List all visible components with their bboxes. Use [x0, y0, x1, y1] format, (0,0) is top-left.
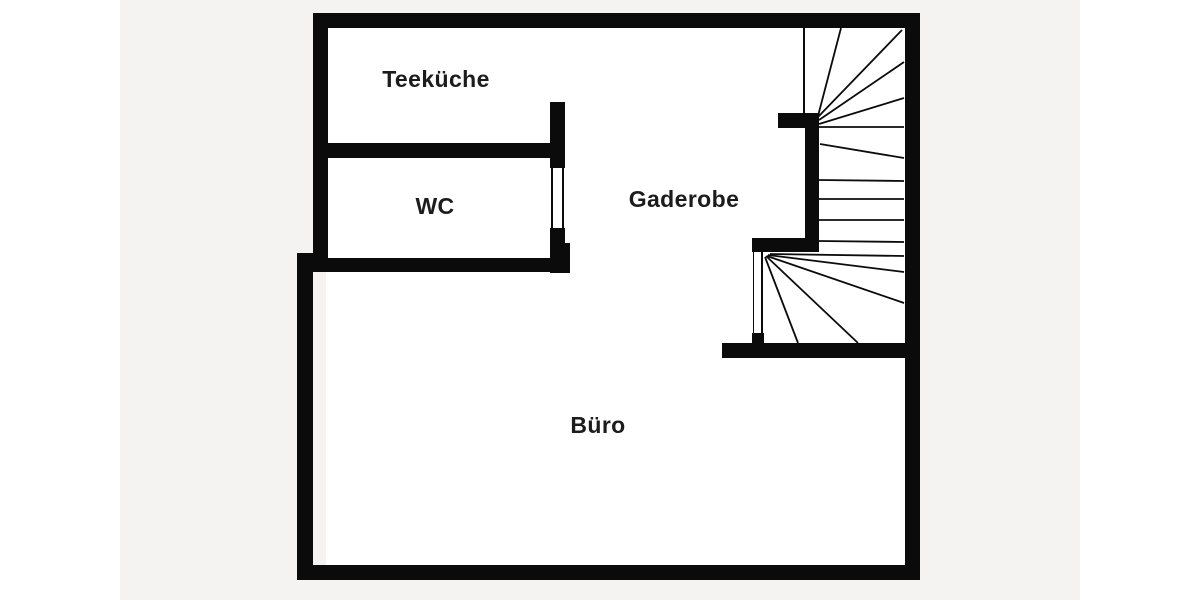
floor-interior [326, 26, 907, 567]
stair-boundary-line [803, 28, 805, 114]
wall-stair-lower-stub [752, 238, 819, 252]
wall-exterior-bottom [297, 565, 920, 580]
wall-stair-south [722, 343, 905, 358]
wall-stair-east [805, 113, 819, 252]
wall-wc-east-upper [550, 102, 565, 168]
room-label-buero: Büro [570, 412, 626, 438]
wall-exterior-left-upper [313, 13, 328, 270]
wc-door-jamb-line-left [551, 168, 553, 228]
room-label-wc: WC [415, 193, 455, 219]
wall-exterior-top [313, 13, 920, 28]
wall-stair-door-south [752, 333, 764, 344]
room-label-gaderobe: Gaderobe [628, 186, 740, 212]
room-label-teekueche: Teeküche [382, 66, 490, 92]
staircase-door-jamb-line-left [752, 252, 754, 333]
staircase-door-jamb-line-right [761, 252, 763, 333]
wc-door [550, 168, 565, 228]
wall-exterior-left-lower [297, 253, 313, 580]
wc-door-jamb-line-right [562, 168, 564, 228]
wall-teekueche-south [313, 143, 565, 158]
wall-wc-south [297, 258, 570, 272]
wall-exterior-right [905, 13, 920, 580]
